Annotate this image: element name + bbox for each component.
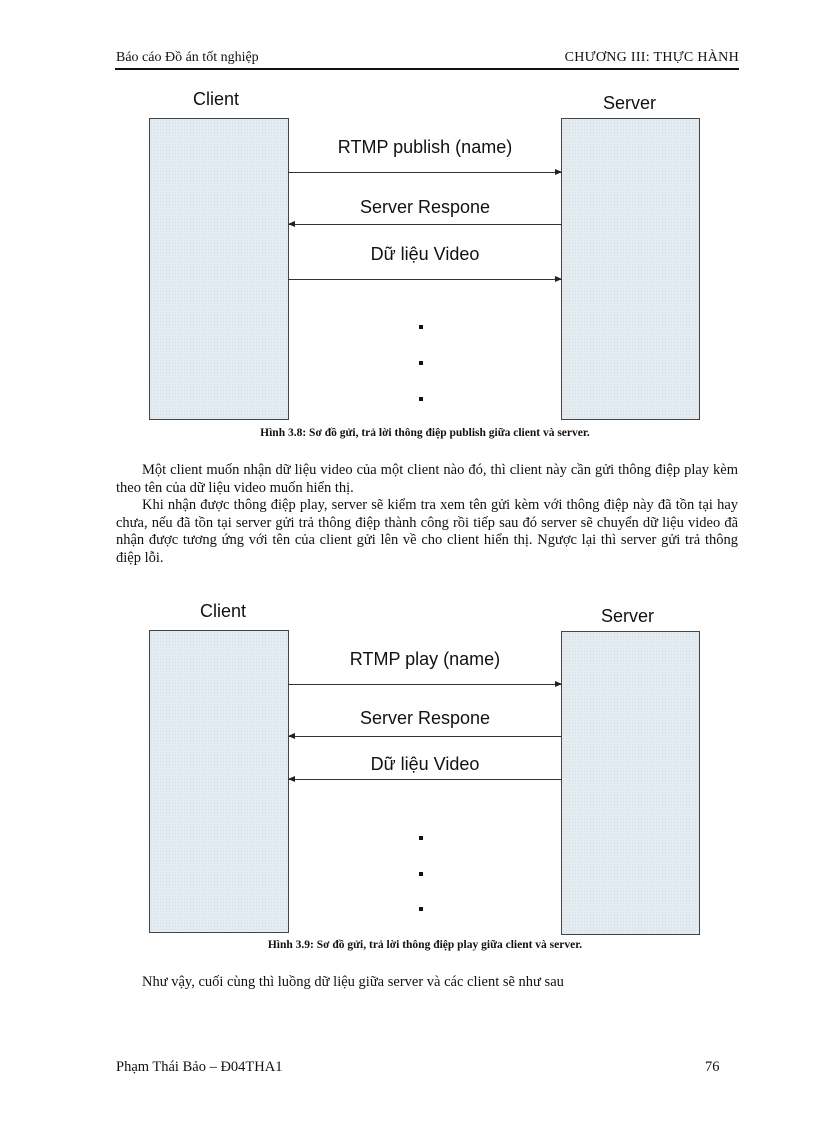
figure-caption: Hình 3.8: Sơ đồ gửi, trả lời thông điệp … [260,427,590,439]
client-box [149,118,289,420]
server-box [561,118,700,420]
page-number: 76 [705,1059,720,1075]
client-label: Client [200,601,247,621]
arrow-right-icon [288,276,562,282]
paragraph: Khi nhận được thông điệp play, server sẽ… [116,497,738,567]
message-label: Server Respone [359,708,491,728]
message-label: Server Respone [359,197,491,217]
ellipsis-dot-icon [419,361,423,365]
header-chapter-title: CHƯƠNG III: THỰC HÀNH [564,50,739,65]
paragraph-text: Như vậy, cuối cùng thì luồng dữ liệu giữ… [142,974,564,990]
message-label: RTMP play (name) [349,649,501,669]
ellipsis-dot-icon [419,907,423,911]
server-label: Server [601,606,655,626]
ellipsis-dot-icon [419,397,423,401]
message-label: Dữ liệu Video [370,244,480,264]
paragraph-text: Một client muốn nhận dữ liệu video của m… [116,462,738,496]
paragraph-text: Khi nhận được thông điệp play, server sẽ… [116,497,738,566]
figure-caption: Hình 3.9: Sơ đồ gửi, trả lời thông điệp … [267,939,583,951]
client-box [149,630,289,933]
server-label: Server [603,93,657,113]
paragraph: Một client muốn nhận dữ liệu video của m… [116,462,738,497]
header-document-title: Báo cáo Đồ án tốt nghiệp [116,50,259,65]
ellipsis-dot-icon [419,872,423,876]
arrow-left-icon [288,776,562,782]
ellipsis-dot-icon [419,325,423,329]
ellipsis-dot-icon [419,836,423,840]
message-label: Dữ liệu Video [370,754,480,774]
paragraph: Như vậy, cuối cùng thì luồng dữ liệu giữ… [116,974,738,992]
footer-author: Phạm Thái Bảo – Đ04THA1 [116,1059,283,1075]
arrow-left-icon [288,733,562,739]
message-label: RTMP publish (name) [337,137,513,157]
server-box [561,631,700,935]
client-label: Client [193,89,240,109]
header-divider [115,68,739,70]
arrow-right-icon [288,169,562,175]
arrow-left-icon [288,221,562,227]
arrow-right-icon [288,681,562,687]
